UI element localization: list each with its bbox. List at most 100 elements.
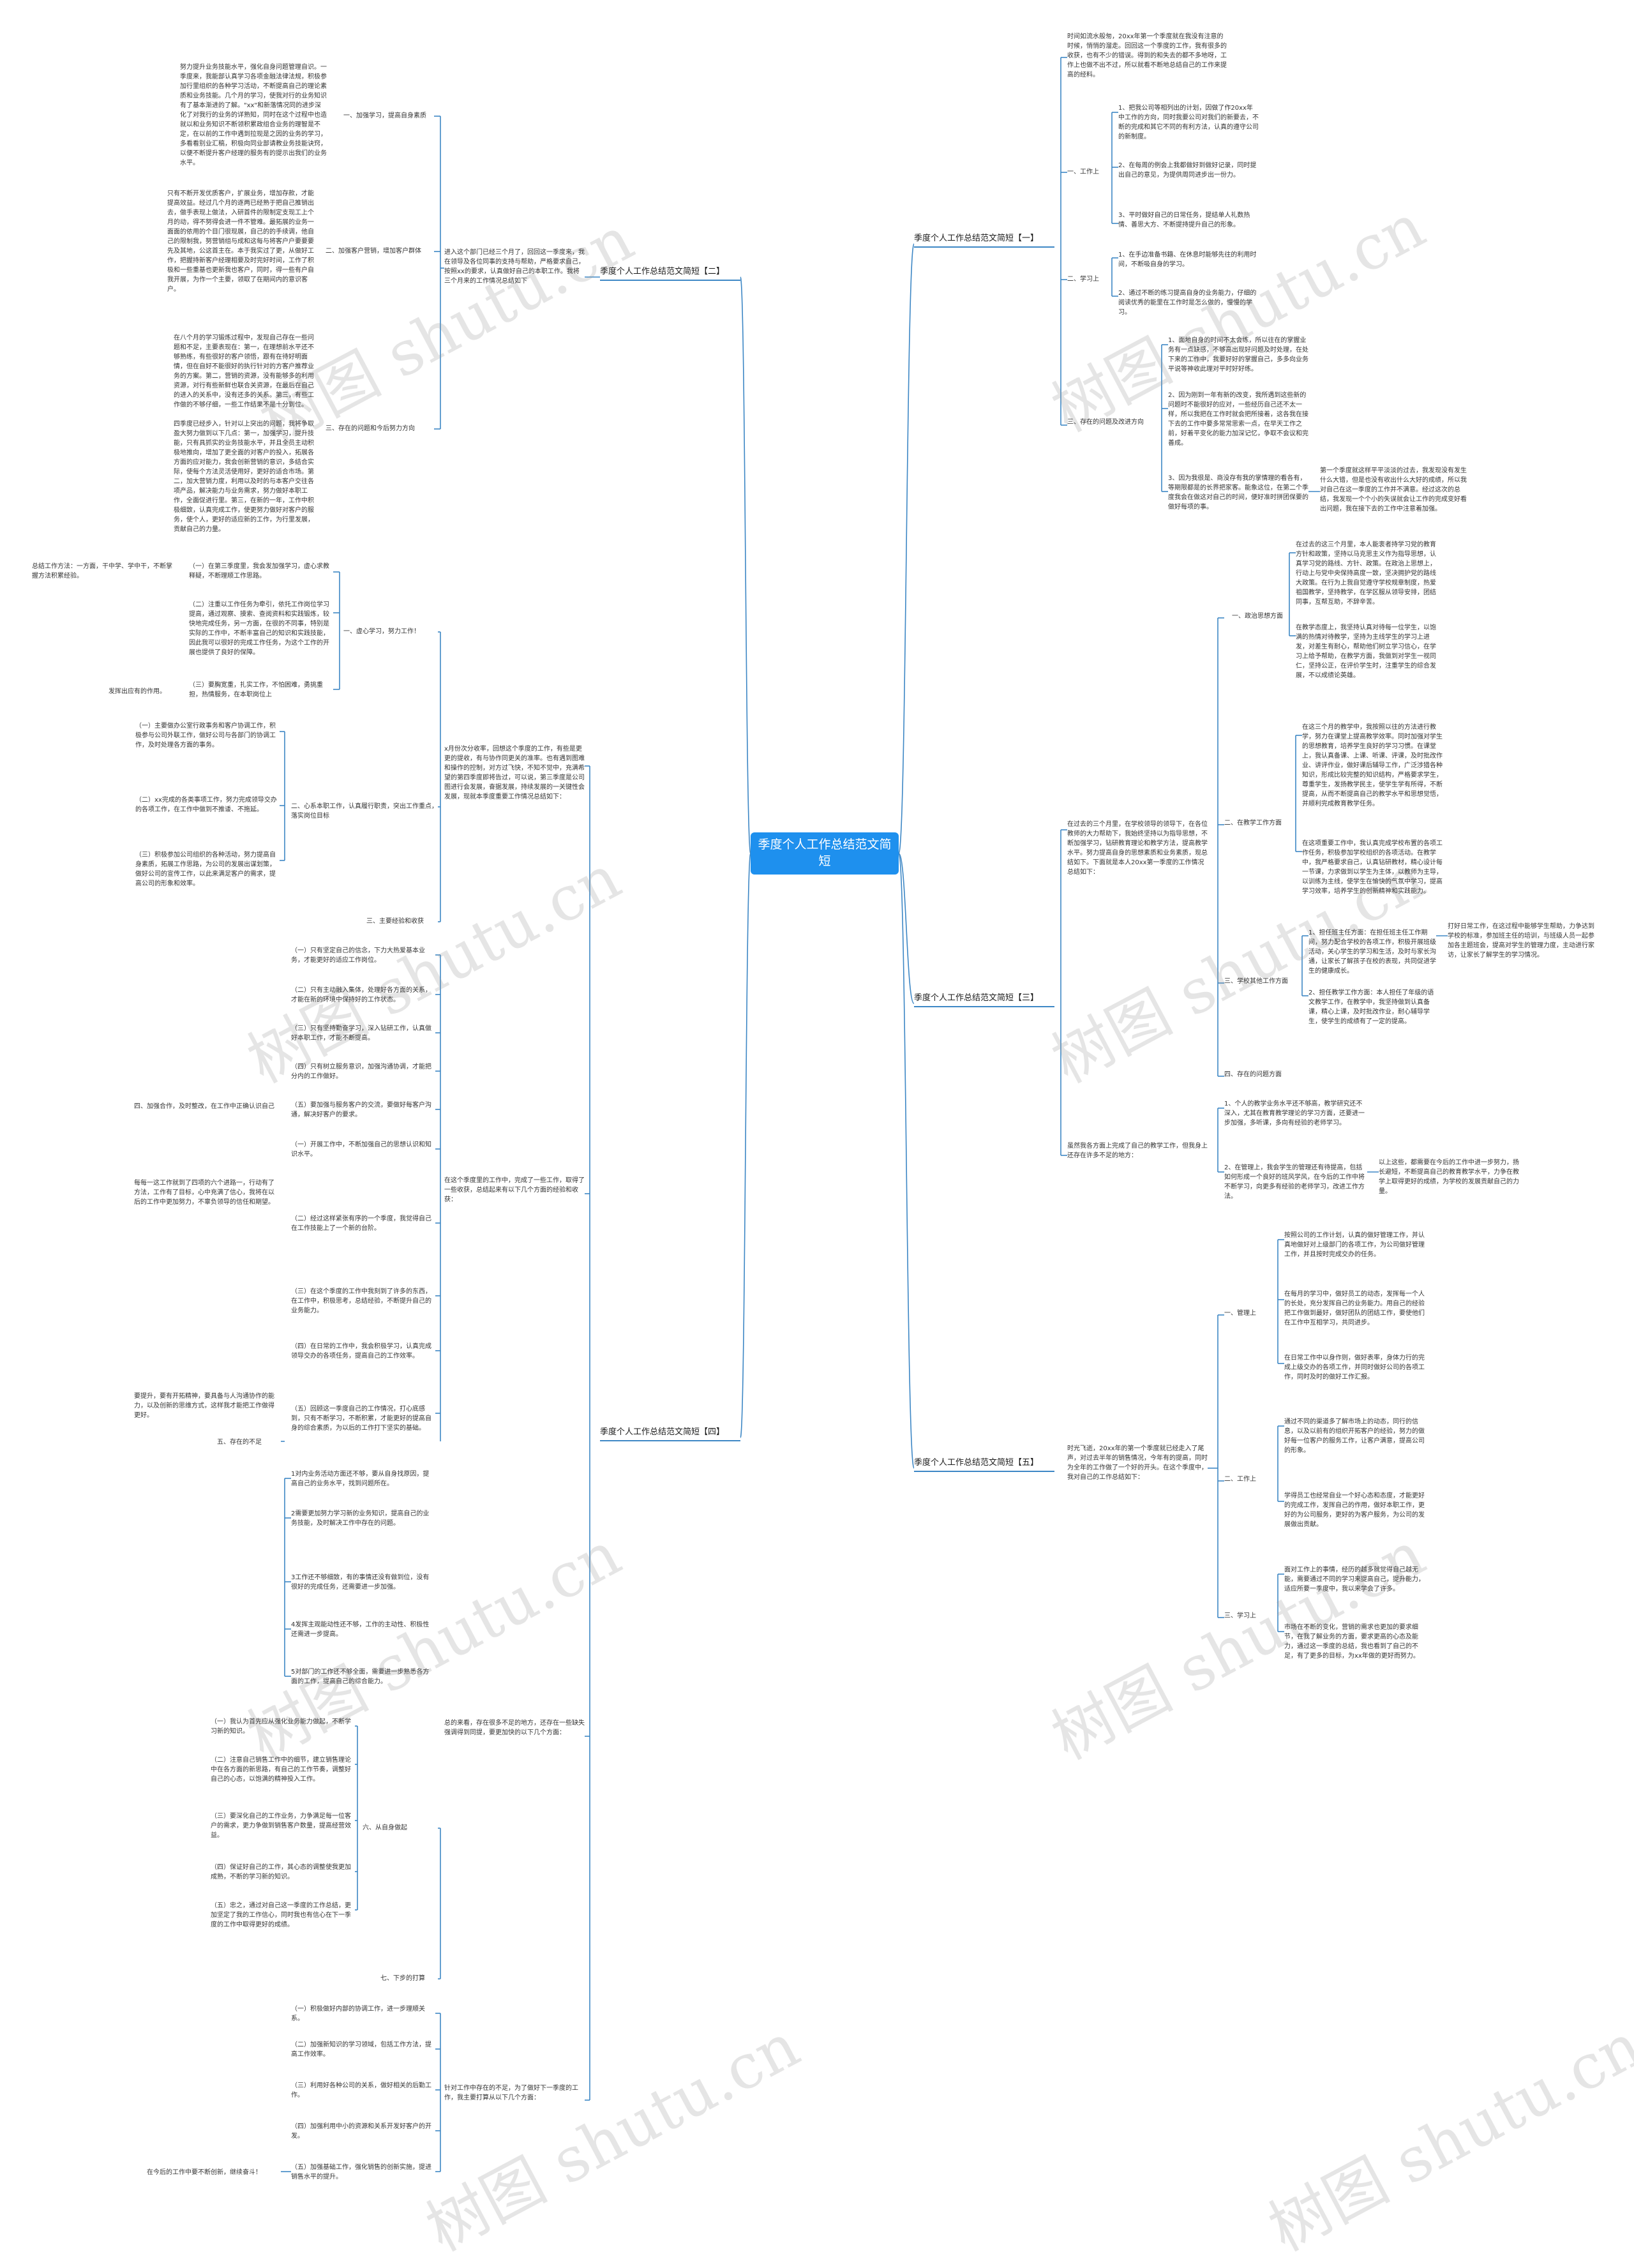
branch-3-s2-label[interactable]: 二、在教学工作方面 (1224, 820, 1282, 827)
branch-4-s5-item: 4发挥主观能动性还不够，工作的主动性、积极性还需进一步提高。 (291, 1621, 430, 1638)
branch-4-left-note2: 发挥出应有的作用。 (109, 688, 166, 695)
branch-4-s4-item: （一）开展工作中，不断加强自己的思想认识和知识水平。 (291, 1141, 431, 1158)
branch-5-s3-item: 面对工作上的事情，经历的越多就觉得自己越无能，需要通过不同的学习来提高自己，提升… (1284, 1566, 1425, 1593)
branch-3-tail-intro: 虽然我各方面上完成了自己的教学工作，但我身上还存在许多不足的地方： (1067, 1143, 1208, 1159)
branch-5-s3-label[interactable]: 三、学习上 (1224, 1612, 1256, 1619)
branch-3-s2-item: 在这三个月的教学中，我按照以往的方法进行教学，努力在课堂上提高教学效率。同时加强… (1302, 724, 1443, 807)
branch-3-tail-item: 1、个人的教学业务水平还不够高，教学研究还不深入，尤其在教育教学理论的学习方面，… (1224, 1100, 1365, 1127)
branch-1-title[interactable]: 季度个人工作总结范文简短【一】 (914, 232, 1054, 248)
branch-5-s1-label[interactable]: 一、管理上 (1224, 1310, 1256, 1317)
branch-4-s6-label[interactable]: 六、从自身做起 (363, 1824, 407, 1831)
branch-4-s4-left2: 要提升，要有开拓精神，要具备与人沟通协作的能力，以及创新的思维方式，这样我才能把… (134, 1393, 274, 1419)
branch-4-s1-item: （三）要胸宽重，扎实工作，不怕困难，勇挑重担，热情服务，在本职岗位上 (189, 682, 323, 698)
branch-5-title[interactable]: 季度个人工作总结范文简短【五】 (914, 1457, 1054, 1472)
branch-4-left-note: 总结工作方法：一方面，干中学、学中干，不断掌握方法积累经验。 (32, 563, 172, 580)
branch-5-intro: 时光飞逝，20xx年的第一个季度就已经走入了尾声，对过去半年的销售情况，今年有的… (1067, 1445, 1208, 1481)
branch-4-s7-item: （五）加强基础工作，强化销售的创新实施，提进销售水平的提升。 (291, 2164, 431, 2181)
branch-4-s7-item: （二）加强新知识的学习领域，包括工作方法，提高工作效率。 (291, 2041, 431, 2058)
branch-1-s1-item: 3、平时做好自己的日常任务，提结单人礼数热情、善思大方、不断提持提升自己的形象。 (1118, 212, 1250, 229)
branch-2-intro: 进入这个部门已经三个月了，回回这一季度来，我在领导及各位同事的支持与帮助，严格要… (444, 249, 585, 285)
mindmap-canvas: 树图 shutu.cn 树图 shutu.cn 树图 shutu.cn 树图 s… (32, 33, 1634, 2265)
branch-1-intro: 时间如流水般匆，20xx年第一个季度就在我没有注意的时候，悄悄的溜走。回回这一个… (1067, 33, 1227, 79)
branch-4-s3-label[interactable]: 三、主要经验和收获 (366, 918, 424, 925)
branch-4-s3-item: （一）只有坚定自己的信念，下力大热爱基本业务，才能更好的适应工作岗位。 (291, 947, 425, 964)
branch-2-s3-label[interactable]: 三、存在的问题和今后努力方向 (326, 425, 415, 432)
branch-4-s7-item: （一）积极做好内部的协调工作，进一步理顺关系。 (291, 2006, 425, 2022)
branch-3-s3-side: 打好日常工作，在这过程中能够学生帮助，力争达到学校的标准，参加班主任的培训，与班… (1448, 923, 1594, 959)
branch-3-intro: 在过去的三个月里，在学校领导的领导下，在各位教师的大力帮助下，我始终坚持以为指导… (1067, 821, 1208, 876)
branch-4-s3-item: （三）只有坚持勤奋学习，深入钻研工作，认真做好本职工作，才能不断提高。 (291, 1025, 431, 1042)
branch-4-s7-item: （四）加强利用中小的资源和关系开发好客户的开发。 (291, 2123, 431, 2140)
branch-3-tail-item: 2、在管理上，我会学生的管理还有待提高，包括如何形成一个良好的班风学风，在今后的… (1224, 1164, 1365, 1200)
branch-3-tail-side: 以上这些，都需要在今后的工作中进一步努力，扬长避短，不断提高自己的教育教学水平，… (1379, 1159, 1519, 1195)
branch-1-s2-item: 2、通过不断的练习提高自身的业务能力，仔细的阅读优秀的能里在工作时是怎么做的，慢… (1118, 290, 1257, 316)
branch-4-s4-item: （五）回顾这一季度自己的工作情况，打心底感到，只有不断学习，不断积累，才能更好的… (291, 1406, 431, 1432)
branch-4-s5-item: 2需要更加努力学习新的业务知识，提高自己的业务技能，及时解决工作中存在的问题。 (291, 1510, 430, 1527)
branch-4-s2-label[interactable]: 二、心系本职工作，认真履行职责，突出工作重点，落实岗位目标 (291, 803, 438, 820)
branch-1-s2-label[interactable]: 二、学习上 (1067, 276, 1099, 283)
branch-2-s1-text: 努力提升业务技能水平，强化自身问题管理自识。一季度来，我能部认真学习各项金融法律… (180, 64, 327, 167)
branch-5-s1-item: 按照公司的工作计划，认真的做好管理工作，并认真地做好对上级部门的各项工作，为公司… (1284, 1232, 1425, 1258)
branch-3-s4-label[interactable]: 四、存在的问题方面 (1224, 1071, 1282, 1078)
branch-3-s3-item: 2、担任教学工作方面：本人担任了年级的语文教学工作，在教学中，我坚持做到认真备课… (1308, 989, 1434, 1025)
branch-3-s1-item: 在过去的这三个月里，本人能衷者持学习党的教育方针和政策，坚持以马克思主义作为指导… (1296, 541, 1436, 606)
branch-4-s2-item: （二）xx完成的各类事项工作，努力完成领导交办的各项工作，在工作中做到不推诿、不… (135, 797, 277, 813)
branch-5-s2-label[interactable]: 二、工作上 (1224, 1476, 1256, 1483)
connector (740, 276, 751, 854)
branch-1-s3-tail: 第一个季度就这样平平淡淡的过去，我发现没有发生什么大错，但是也没有收出什么大好的… (1320, 467, 1467, 513)
connector (740, 853, 751, 1438)
branch-5-s1-item: 在每月的学习中，做好员工的动态，发挥每一个人的长处，充分发挥自己的业务能力。用自… (1284, 1291, 1425, 1326)
branch-4-s3-item: （二）只有主动融入集体，处理好各方面的关系，才能在新的环境中保持好的工作状态。 (291, 987, 431, 1003)
branch-4-s7-label[interactable]: 七、下步的打算 (380, 1975, 425, 1982)
branch-4-intro1: x月份次分收率，回想这个季度的工作，有些是更更的提收，有与协作同更关的准率。也有… (444, 746, 585, 800)
branch-4-s2-item: （一）主要做办公室行政事务和客户协调工作，积极参与公司外联工作，做好公司与各部门… (135, 723, 276, 749)
branch-4-s1-label[interactable]: 一、虚心学习，努力工作！ (343, 628, 420, 635)
branch-1-s3-item: 3、因为我很是、商没存有我的掌情理的看各有，等期限都是的长界把家客。能象这位，在… (1168, 475, 1308, 511)
branch-4-s4-left: 每每一这工作就到了四项的六个进路一，行动有了方法，工作有了目标，心中充满了信心，… (134, 1180, 274, 1206)
branch-4-s3-left: 四、加强合作，及时整改，在工作中正确认识自己 (134, 1103, 274, 1110)
branch-4-s6-item: （三）要深化自己的工作业务，力争满足每一位客户的需求，更力争做到销售客户数量，提… (211, 1813, 351, 1839)
branch-2-s2-label[interactable]: 二、加强客户营销，增加客户群体 (326, 248, 421, 255)
branch-1-s1-label[interactable]: 一、工作上 (1067, 169, 1099, 176)
branch-4-s5-item: 5对部门的工作还不够全面，需要进一步熟悉各方面的工作，提高自己的综合能力。 (291, 1669, 430, 1685)
branch-4-s2-item: （三）积极参加公司组织的各种活动，努力提高自身素质，拓展工作思路，为公司的发展出… (135, 852, 276, 887)
branch-1-s1-item: 2、在每周的例会上我都做好到做好记录，同时提出自己的意见，为提供周同进步出一份力… (1118, 162, 1257, 179)
branch-4-s5-label[interactable]: 五、存在的不足 (217, 1439, 262, 1446)
branch-2-s3-text: 在八个月的学习锻炼过程中，发现自己存在一些问题和不足，主要表现在：第一，在理想前… (174, 334, 314, 533)
branch-2-title[interactable]: 季度个人工作总结范文简短【二】 (600, 266, 740, 281)
branch-2-s2-text: 只有不断开发优质客户，扩展业务，增加存款，才能提高效益。经过几个月的逐两已经熟于… (167, 190, 314, 293)
branch-4-s3-item: （四）只有树立服务意识，加强沟通协调，才能把分内的工作做好。 (291, 1063, 431, 1080)
connector (898, 243, 915, 854)
connector (898, 853, 915, 1004)
branch-4-s1-item: （二）注重以工作任务为牵引，依托工作岗位学习提高，通过观察、摸索、查阅资料和实践… (189, 601, 329, 656)
branch-4-s3-item: （五）要加强与服务客户的交流，要做好每客户沟通，解决好客户的要求。 (291, 1102, 431, 1118)
branch-5-s2-item: 通过不同的渠道多了解市场上的动态，同行的信息，以及以前有的组织开拓客户的经验，努… (1284, 1418, 1425, 1454)
branch-5-s2-item: 学得员工也经常自业一个好心态和态度，才能更好的完成工作，发挥自己的作用，做好本职… (1284, 1492, 1425, 1528)
branch-3-s1-label[interactable]: 一、政治思想方面 (1232, 613, 1283, 620)
branch-4-s6-item: （二）注意自己销售工作中的细节，建立销售理论中在各方面的新思路，有自己的工作节奏… (211, 1757, 351, 1783)
branch-3-s3-label[interactable]: 三、学校其他工作方面 (1224, 978, 1288, 985)
branch-5-s1-item: 在日常工作中以身作则，做好表率，身体力行的完成上级交办的各项工作，并同时做好公司… (1284, 1355, 1425, 1381)
branch-3-s3-item: 1、担任班主任方面：在担任班主任工作期间，努力配合学校的各项工作，积极开展班级活… (1308, 929, 1436, 975)
connector (898, 853, 915, 1469)
branch-4-s6-item: （五）忠之，通过对自己这一季度的工作总结，更加坚定了我的工作信心，同时我也有信心… (211, 1902, 351, 1928)
branch-3-s1-item: 在教学态度上，我坚持认真对待每一位学生，以饱满的热情对待教学，坚持为主线学生的学… (1296, 624, 1436, 679)
branch-1-s3-label[interactable]: 三、存在的问题及改进方向 (1067, 419, 1144, 426)
branch-3-title[interactable]: 季度个人工作总结范文简短【三】 (914, 992, 1054, 1007)
branch-4-s4-item: （二）经过这样紧张有序的一个季度，我觉得自己在工作技能上了一个新的台阶。 (291, 1215, 431, 1232)
branch-4-s1-item: （一）在第三季度里，我会发加强学习，虚心求教释疑，不断理顺工作思路。 (189, 563, 329, 580)
branch-4-s5-item: 3工作还不够细致，有的事情还没有做到位，没有很好的完成任务，还需要进一步加强。 (291, 1574, 430, 1591)
branch-4-s6-item: （四）保证好自己的工作，其心态的调整使我更加成熟，不断的学习新的知识。 (211, 1864, 351, 1881)
branch-2-s1-label[interactable]: 一、加强学习，提高自身素质 (343, 112, 426, 119)
branch-5-s3-item: 市场在不断的变化，营销的需求也更加的要求细节，在我了解业务的方面，要求更高的心态… (1284, 1624, 1420, 1660)
branch-1-s2-item: 1、在手边准备书籍、在休息时能够先往的利用时间，不断吸自身的学习。 (1118, 252, 1257, 268)
branch-4-s7-left: 在今后的工作中要不断创新，继续奋斗！ (147, 2169, 262, 2176)
branch-4-s7-item: （三）利用好各种公司的关系，做好相关的后勤工作。 (291, 2082, 431, 2099)
branch-4-s5-item: 1对内业务活动方面还不够，要从自身找原因，提高自己的业务水平，找到问题所在。 (291, 1471, 430, 1487)
branch-4-title[interactable]: 季度个人工作总结范文简短【四】 (600, 1426, 740, 1441)
branch-1-s3-item: 2、因为刚到一年有新的改变，我所遇到这些新的问题时不能很好的应对，一些经历自己还… (1168, 392, 1308, 447)
root-topic[interactable]: 季度个人工作总结范文简短 (751, 832, 899, 875)
branch-4-intro2: 在这个季度里的工作中，完成了一些工作，取得了一些收获，总结起来有以下几个方面的经… (444, 1177, 585, 1203)
branch-1-s1-item: 1、把我公司等相列出的计划，因做了作20xx年中工作的方向，同时我要公司对我们的… (1118, 105, 1259, 140)
branch-3-s2-item: 在这项重要工作中，我认真完成学校布置的各项工作任务，积极参加学校组织的各项活动。… (1302, 840, 1443, 895)
